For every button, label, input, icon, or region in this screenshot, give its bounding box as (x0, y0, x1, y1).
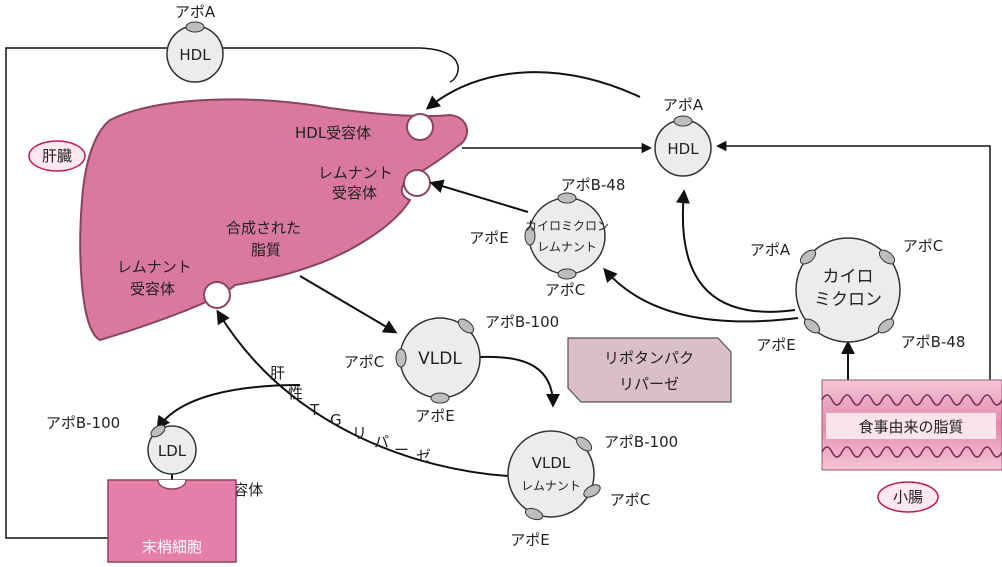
peripheral-to-hdl-line (5, 47, 167, 539)
svg-text:VLDL: VLDL (418, 349, 462, 369)
svg-text:食事由来の脂質: 食事由来の脂質 (858, 418, 963, 436)
vldl-apo-b100-label: アポB-100 (485, 313, 559, 331)
svg-text:パ: パ (374, 433, 389, 451)
liver-badge: 肝臓 (28, 140, 86, 172)
svg-text:HDL: HDL (667, 140, 699, 158)
svg-text:レムナント: レムナント (537, 240, 597, 254)
svg-text:ミクロン: ミクロン (814, 290, 882, 310)
remnant-receptor-left-label-1: レムナント (117, 258, 192, 276)
vldl-remnant-particle: VLDL レムナント (507, 430, 601, 521)
hdl-right-particle: HDL (654, 115, 712, 177)
svg-text:レムナント: レムナント (521, 479, 581, 493)
svg-text:LDL: LDL (158, 442, 187, 460)
chylomicron-apo-a-label: アポA (750, 241, 791, 259)
hepatic-tg-lipase-label: 肝 性 T G リ パ ー ゼ (270, 364, 431, 465)
synthesized-lipid-label-2: 脂質 (251, 241, 281, 259)
svg-text:末梢細胞: 末梢細胞 (142, 538, 202, 556)
svg-text:HDL: HDL (179, 46, 211, 64)
hdl-right-apo-label: アポA (663, 96, 704, 114)
remnant-receptor-top-label-1: レムナント (318, 164, 393, 182)
intestine-to-hdl-right-arrow (715, 140, 991, 410)
vldl-particle: VLDL (395, 317, 481, 404)
vldl-apo-e-label: アポE (415, 407, 454, 425)
hdl-receptor-label: HDL受容体 (295, 124, 371, 142)
chylo-remnant-apo-e-label: アポE (469, 229, 508, 247)
vldl-remnant-apo-e-label: アポE (510, 531, 549, 549)
liver-to-vldl-arrow (299, 275, 398, 334)
ldl-apo-b100-label: アポB-100 (46, 414, 120, 432)
peripheral-cell: 末梢細胞 (107, 479, 237, 563)
vldl-apo-c-label: アポC (344, 353, 384, 371)
liver (79, 98, 468, 342)
svg-text:VLDL: VLDL (532, 454, 571, 472)
svg-text:肝: 肝 (270, 364, 285, 382)
ldl-particle: LDL (147, 424, 197, 475)
chylomicron-apo-e-label: アポE (756, 336, 795, 354)
chylo-remnant-particle: カイロミクロン レムナント (524, 192, 609, 280)
remnant-receptor-notch-left (203, 281, 231, 309)
chylomicron-apo-c-label: アポC (903, 237, 943, 255)
svg-text:リ: リ (352, 424, 367, 442)
chylo-remnant-to-liver-arrow (429, 179, 529, 213)
remnant-receptor-notch-top (403, 169, 431, 197)
svg-text:性: 性 (288, 384, 303, 402)
chylomicron-to-hdl-arrow (676, 189, 796, 313)
chylomicron-particle: カイロ ミクロン (795, 237, 901, 343)
synthesized-lipid-label-1: 合成された (226, 219, 301, 237)
svg-text:G: G (330, 411, 342, 429)
vldl-remnant-apo-b100-label: アポB-100 (604, 433, 678, 451)
small-intestine: 食事由来の脂質 (821, 379, 1002, 471)
svg-text:ー: ー (394, 441, 409, 459)
hdl-top-to-liver-arrow (222, 47, 459, 83)
svg-text:リパーゼ: リパーゼ (619, 375, 679, 393)
hdl-right-to-liver-arrow (425, 71, 641, 110)
small-intestine-badge: 小腸 (877, 481, 939, 513)
lipoprotein-lipase-box: リポタンパク リパーゼ (567, 337, 732, 403)
chylo-remnant-apo-c-label: アポC (545, 281, 585, 299)
vldl-remnant-to-liver-arrow (216, 309, 509, 477)
chylomicron-apo-b48-label: アポB-48 (901, 333, 966, 351)
svg-text:T: T (309, 401, 320, 419)
svg-text:カイロミクロン: カイロミクロン (525, 219, 609, 233)
vldl-remnant-to-ldl-arrow (156, 384, 301, 431)
vldl-remnant-apo-c-label: アポC (610, 491, 650, 509)
hdl-top-apo-label: アポA (175, 3, 216, 21)
hdl-top-particle: HDL (166, 21, 224, 83)
svg-text:小腸: 小腸 (893, 488, 923, 506)
remnant-receptor-left-label-2: 受容体 (130, 280, 175, 298)
remnant-receptor-top-label-2: 受容体 (332, 184, 377, 202)
svg-text:肝臓: 肝臓 (42, 147, 72, 165)
vldl-to-vldl-remnant-arrow (479, 355, 560, 408)
chylomicron-to-chylo-remnant-arrow (603, 267, 799, 323)
svg-text:カイロ: カイロ (823, 267, 874, 287)
chylo-remnant-apo-b48-label: アポB-48 (561, 176, 626, 194)
svg-text:ゼ: ゼ (416, 447, 431, 465)
svg-text:リポタンパク: リポタンパク (604, 349, 694, 367)
hdl-receptor-notch (406, 113, 434, 141)
